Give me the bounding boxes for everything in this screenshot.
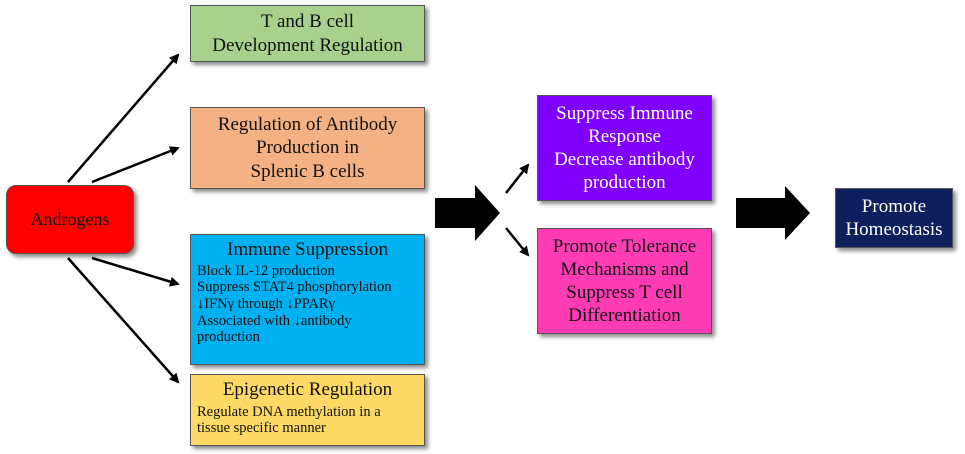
immune-line-5: production — [197, 329, 260, 346]
immune-box: Immune Suppression Block IL-12 productio… — [190, 234, 425, 365]
tolerance-line-3: Suppress T cell — [566, 282, 683, 303]
homeostasis-box: Promote Homeostasis — [835, 188, 953, 248]
epigenetic-line-2: tissue specific manner — [197, 420, 326, 437]
immune-title: Immune Suppression — [227, 239, 388, 260]
ppar-text: PPARγ — [293, 296, 335, 313]
homeostasis-line-1: Promote — [861, 195, 927, 217]
arrow-to-tb-cell — [67, 53, 180, 183]
antibody-line-2: Production in — [256, 137, 359, 159]
androgens-box: Androgens — [6, 185, 134, 254]
arrow-to-immune — [91, 256, 180, 287]
block-arrow-2 — [736, 186, 810, 240]
antibody-line-1: Regulation of Antibody — [217, 114, 398, 136]
antibody-box: Regulation of Antibody Production in Spl… — [190, 107, 425, 189]
suppress-line-2: Response — [588, 125, 661, 147]
ifn-text: IFNγ through — [204, 296, 287, 313]
arrow-to-suppress — [505, 163, 530, 194]
immune-line-1: Block IL-12 production — [197, 262, 335, 279]
epigenetic-line-1: Regulate DNA methylation in a — [197, 403, 381, 420]
arrow-to-tolerance — [505, 227, 530, 257]
immune-line-4: Associated with ↓antibody — [197, 313, 418, 330]
antibody-text: antibody — [300, 312, 352, 329]
immune-line-3: ↓IFNγ through ↓PPARγ — [197, 296, 418, 313]
tolerance-line-1: Promote Tolerance — [552, 235, 697, 257]
down-arrow-icon: ↓ — [293, 312, 301, 329]
tolerance-line-4: Differentiation — [568, 305, 681, 327]
tb-cell-line-1: T and B cell — [260, 11, 355, 33]
immune-line-2: Suppress STAT4 phosphorylation — [197, 279, 392, 296]
block-arrow-1 — [435, 185, 500, 241]
assoc-text: Associated with — [197, 312, 294, 329]
epigenetic-box: Epigenetic Regulation Regulate DNA methy… — [190, 374, 425, 446]
arrow-to-antibody — [91, 146, 180, 184]
homeostasis-line-2: Homeostasis — [845, 219, 943, 240]
suppress-line-3: Decrease antibody — [554, 149, 695, 170]
epigenetic-title: Epigenetic Regulation — [222, 379, 393, 400]
tb-cell-line-2: Development Regulation — [212, 34, 403, 56]
androgens-label: Androgens — [30, 208, 110, 229]
suppress-line-1: Suppress Immune — [556, 102, 693, 124]
tb-cell-box: T and B cell Development Regulation — [190, 5, 425, 62]
suppress-box: Suppress Immune Response Decrease antibo… — [537, 95, 712, 201]
suppress-line-4: production — [583, 172, 666, 194]
down-arrow-icon: ↓ — [197, 296, 205, 313]
down-arrow-icon: ↓ — [286, 296, 294, 313]
tolerance-line-2: Mechanisms and — [560, 258, 689, 280]
antibody-line-3: Splenic B cells — [250, 160, 365, 182]
tolerance-box: Promote Tolerance Mechanisms and Suppres… — [537, 228, 712, 334]
arrow-to-epigenetic — [67, 257, 180, 384]
